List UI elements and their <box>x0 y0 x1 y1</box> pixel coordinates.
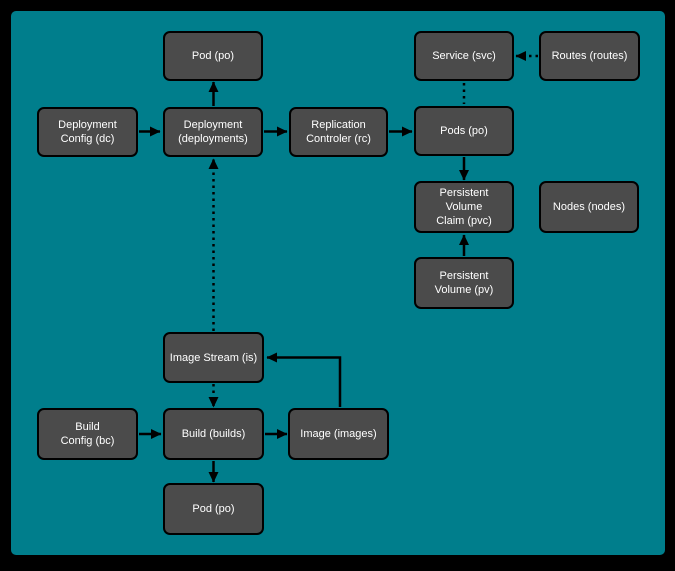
node-nodes: Nodes (nodes) <box>539 181 639 233</box>
diagram-canvas <box>11 11 665 555</box>
node-deployment: Deployment (deployments) <box>163 107 263 157</box>
node-persistent-volume-claim: Persistent Volume Claim (pvc) <box>414 181 514 233</box>
node-build: Build (builds) <box>163 408 264 460</box>
node-build-config: Build Config (bc) <box>37 408 138 460</box>
node-deployment-config: Deployment Config (dc) <box>37 107 138 157</box>
node-image: Image (images) <box>288 408 389 460</box>
node-pod-bottom: Pod (po) <box>163 483 264 535</box>
node-service: Service (svc) <box>414 31 514 81</box>
node-image-stream: Image Stream (is) <box>163 332 264 383</box>
node-routes: Routes (routes) <box>539 31 640 81</box>
node-persistent-volume: Persistent Volume (pv) <box>414 257 514 309</box>
node-replication-controller: Replication Controler (rc) <box>289 107 388 157</box>
node-pod-top: Pod (po) <box>163 31 263 81</box>
node-pods: Pods (po) <box>414 106 514 156</box>
edge-image-to-image-stream <box>266 352 342 407</box>
